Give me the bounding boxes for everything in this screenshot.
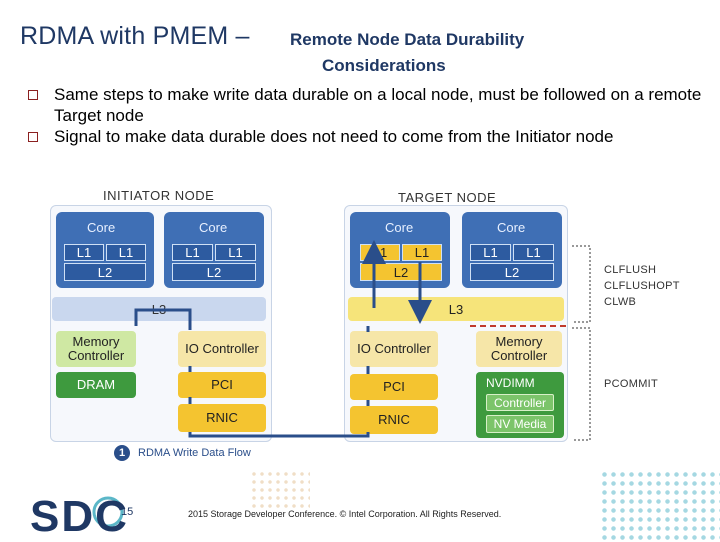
l2-cache: L2 — [470, 263, 554, 281]
bullet-text: Signal to make data durable does not nee… — [54, 127, 614, 146]
l1-cache: L1 — [64, 244, 104, 261]
flow-legend-label: RDMA Write Data Flow — [138, 447, 251, 459]
flow-line — [188, 366, 370, 438]
core-label: Core — [497, 220, 526, 235]
target-nvdimm: NVDIMM Controller NV Media — [476, 372, 564, 438]
decorative-pattern — [250, 470, 310, 510]
target-core-2: Core L1 L1 L2 — [462, 212, 562, 288]
side-text-clwb: CLWB — [604, 296, 637, 308]
side-text-clflushopt: CLFLUSHOPT — [604, 280, 680, 292]
l1-cache: L1 — [470, 244, 511, 261]
bullet-item: Same steps to make write data durable on… — [28, 84, 708, 126]
flow-number-icon — [114, 445, 130, 461]
core-label: Core — [87, 220, 116, 235]
bracket-top — [572, 245, 591, 323]
cache-flush-instructions: CLFLUSH CLFLUSHOPT CLWB — [604, 262, 680, 310]
nvdimm-label: NVDIMM — [486, 376, 535, 390]
slide-title: RDMA with PMEM – — [20, 22, 250, 50]
target-l3-cache: L3 — [348, 297, 564, 321]
initiator-rnic: RNIC — [178, 404, 266, 432]
page-number: 15 — [121, 506, 134, 518]
flow-line — [134, 308, 192, 330]
side-text-clflush: CLFLUSH — [604, 264, 657, 276]
side-text-pcommit: PCOMMIT — [604, 378, 659, 390]
core-label: Core — [385, 220, 414, 235]
nvdimm-controller: Controller — [486, 394, 554, 411]
bracket-bottom — [572, 327, 591, 441]
l2-cache: L2 — [172, 263, 256, 281]
slide-subtitle-line1: Remote Node Data Durability — [290, 30, 525, 49]
l1-cache: L1 — [106, 244, 146, 261]
sdc-logo: SDC — [30, 492, 129, 541]
initiator-core-2: Core L1 L1 L2 — [164, 212, 264, 288]
bullet-item: Signal to make data durable does not nee… — [28, 126, 708, 147]
target-memory-controller: Memory Controller — [476, 331, 562, 367]
l1-cache: L1 — [215, 244, 256, 261]
initiator-pci: PCI — [178, 372, 266, 398]
nvdimm-nv-media: NV Media — [486, 415, 554, 433]
l1-cache: L1 — [513, 244, 554, 261]
initiator-dram: DRAM — [56, 372, 136, 398]
bullet-square-icon — [28, 90, 38, 100]
target-rnic: RNIC — [350, 406, 438, 434]
slide-subtitle-line2: Considerations — [322, 56, 446, 75]
target-io-controller: IO Controller — [350, 331, 438, 367]
initiator-io-controller: IO Controller — [178, 331, 266, 367]
initiator-node-label: INITIATOR NODE — [103, 188, 215, 203]
bullet-list: Same steps to make write data durable on… — [28, 84, 708, 147]
core-label: Core — [199, 220, 228, 235]
decorative-pattern — [600, 470, 720, 540]
l1-cache: L1 — [402, 244, 442, 261]
initiator-memory-controller: Memory Controller — [56, 331, 136, 367]
l2-cache: L2 — [64, 263, 146, 281]
initiator-core-1: Core L1 L1 L2 — [56, 212, 154, 288]
target-pci: PCI — [350, 374, 438, 400]
bullet-text: Same steps to make write data durable on… — [54, 85, 702, 125]
l1-cache: L1 — [172, 244, 213, 261]
footer-copyright: 2015 Storage Developer Conference. © Int… — [188, 509, 502, 519]
target-node-label: TARGET NODE — [398, 190, 497, 205]
flow-number: 1 — [119, 447, 126, 459]
logo-ring-icon — [92, 496, 124, 528]
bullet-square-icon — [28, 132, 38, 142]
